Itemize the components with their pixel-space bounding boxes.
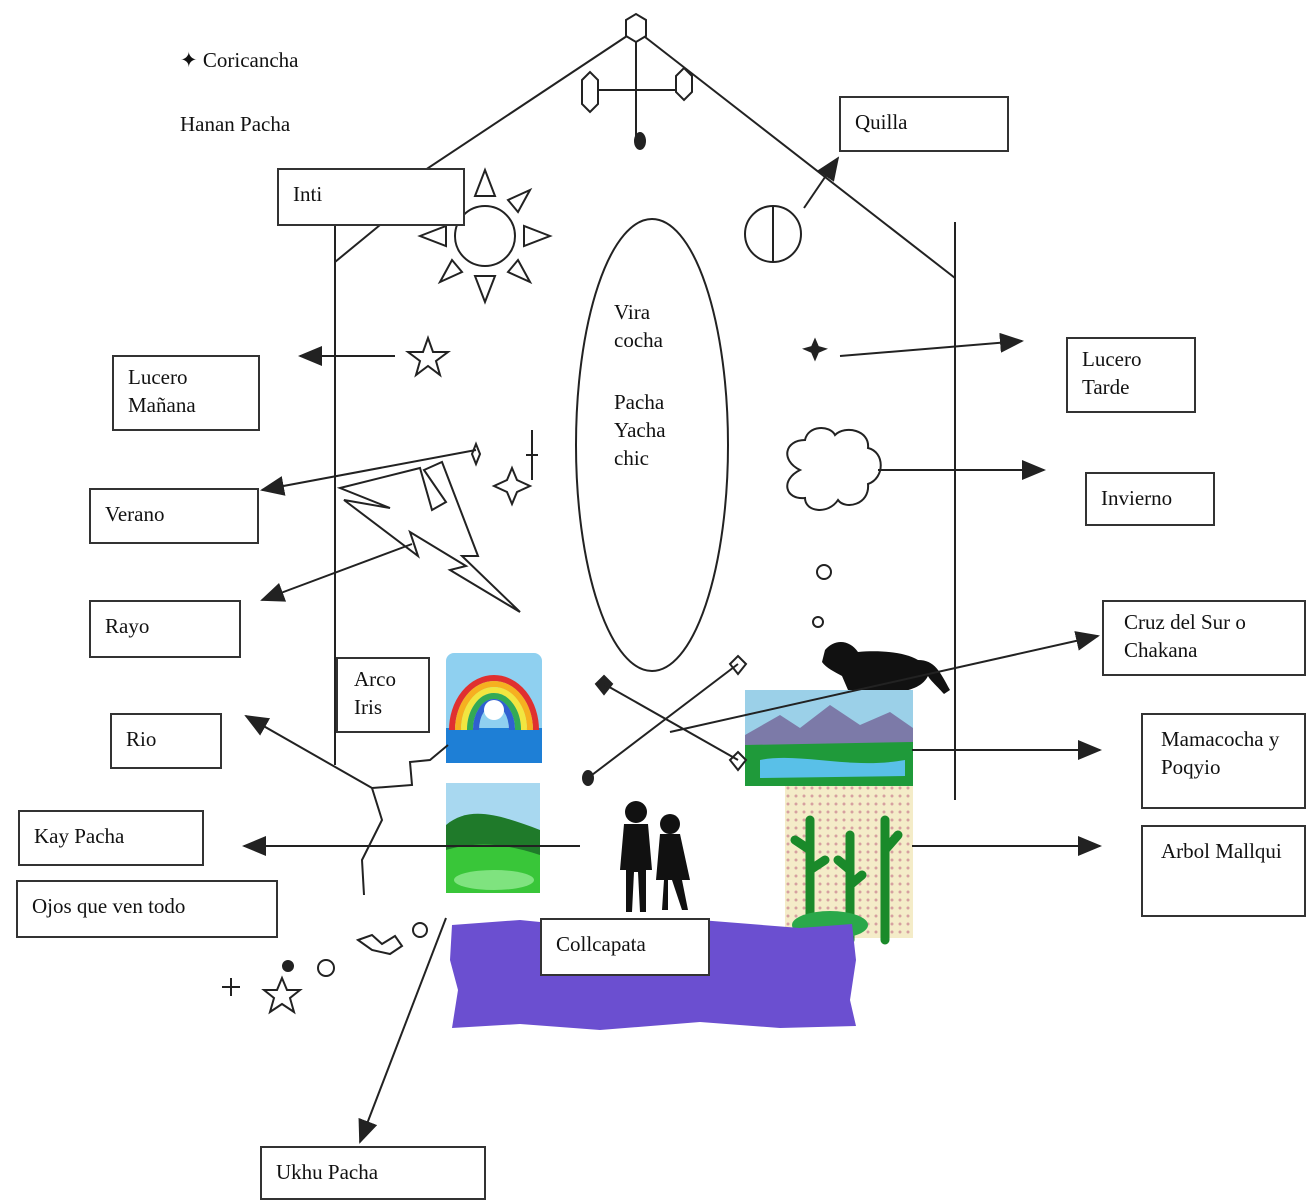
star-icon bbox=[261, 335, 828, 1015]
arrows bbox=[242, 156, 1102, 1144]
couple-icon bbox=[620, 801, 690, 912]
inti-box: Inti bbox=[277, 168, 465, 226]
legend-marker-icon: ✦ bbox=[180, 48, 203, 72]
mamacocha-box: Mamacocha y Poqyio bbox=[1141, 713, 1306, 809]
viracocha-oval bbox=[575, 218, 729, 672]
ojos-box: Ojos que ven todo bbox=[16, 880, 278, 938]
rio-box: Rio bbox=[110, 713, 222, 769]
ukhu-pacha-box: Ukhu Pacha bbox=[260, 1146, 486, 1200]
verano-box: Verano bbox=[89, 488, 259, 544]
legend-coricancha: ✦ Coricancha bbox=[180, 18, 298, 74]
viracocha-label: Vira cocha bbox=[614, 300, 663, 352]
cloud-icon bbox=[786, 427, 882, 628]
moon-icon bbox=[744, 205, 802, 263]
hanan-pacha-label: Hanan Pacha bbox=[180, 112, 291, 136]
mountain-lake-icon bbox=[745, 690, 913, 786]
landscape-icon bbox=[446, 783, 540, 893]
pacha-yacha-label: Pacha Yacha chic bbox=[614, 390, 666, 470]
lucero-tarde-box: Lucero Tarde bbox=[1066, 337, 1196, 413]
lightning-icon bbox=[336, 460, 521, 613]
collcapata-box: Collcapata bbox=[540, 918, 710, 976]
kay-pacha-box: Kay Pacha bbox=[18, 810, 204, 866]
cactus-icon bbox=[785, 786, 913, 945]
star-icon bbox=[222, 922, 428, 996]
lucero-manana-box: Lucero Mañana bbox=[112, 355, 260, 431]
invierno-box: Invierno bbox=[1085, 472, 1215, 526]
arco-iris-box: Arco Iris bbox=[336, 657, 430, 733]
river-line bbox=[360, 744, 449, 896]
legend-text: Coricancha bbox=[202, 48, 299, 72]
cross-icon bbox=[581, 12, 693, 150]
quilla-box: Quilla bbox=[839, 96, 1009, 152]
puma-icon bbox=[822, 641, 950, 694]
rainbow-icon bbox=[446, 653, 542, 763]
rayo-box: Rayo bbox=[89, 600, 241, 658]
arbol-mallqui-box: Arbol Mallqui bbox=[1141, 825, 1306, 917]
cruz-del-sur-box: Cruz del Sur o Chakana bbox=[1102, 600, 1306, 676]
